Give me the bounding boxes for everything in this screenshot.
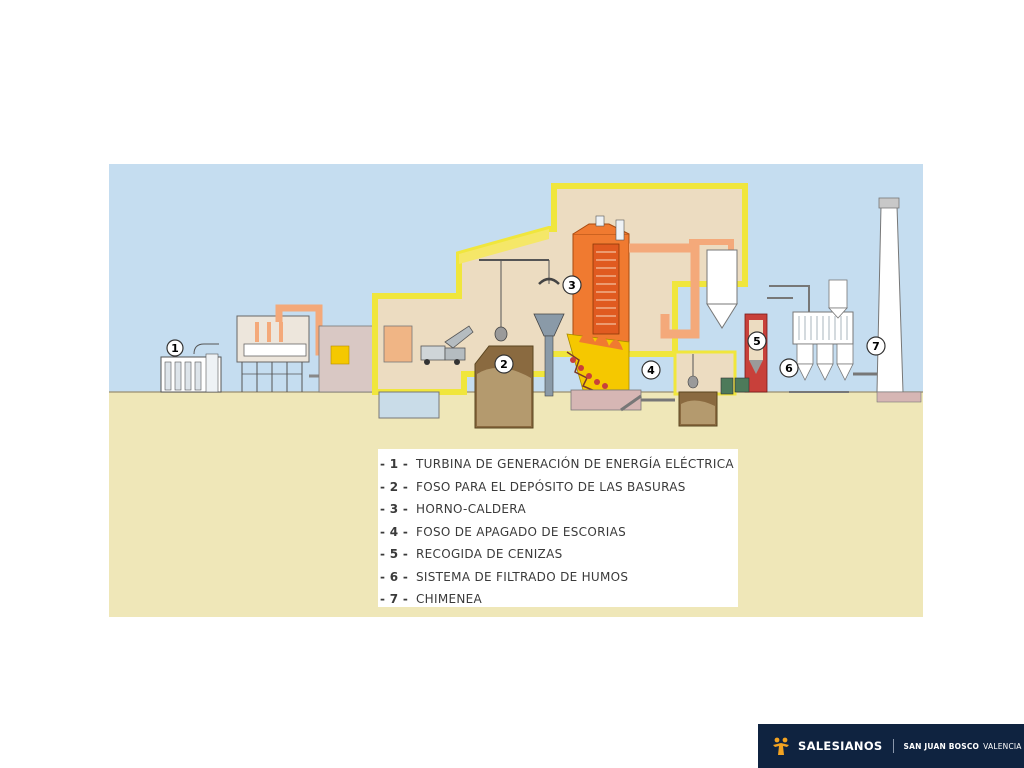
legend-number: - 1 - [380, 457, 409, 472]
marker-1: 1 [166, 339, 184, 357]
marker-5-label: 5 [753, 335, 761, 348]
marker-6: 6 [779, 358, 799, 378]
marker-4-label: 4 [647, 364, 655, 377]
legend-number: - 5 - [380, 547, 409, 562]
furnace-boiler [572, 215, 630, 353]
legend-label: HORNO-CALDERA [416, 502, 526, 517]
marker-2-label: 2 [500, 358, 508, 371]
legend-label: TURBINA DE GENERACIÓN DE ENERGÍA ELÉCTRI… [416, 457, 734, 472]
marker-3-label: 3 [568, 279, 576, 292]
turbine-equipment [160, 343, 222, 393]
legend-label: CHIMENEA [416, 592, 483, 607]
marker-7-label: 7 [872, 340, 880, 353]
legend-label: SISTEMA DE FILTRADO DE HUMOS [416, 569, 629, 584]
water-tank [378, 391, 440, 419]
legend-item: - 3 - HORNO-CALDERA [378, 498, 738, 521]
legend-number: - 3 - [380, 502, 409, 517]
feed-hopper [533, 313, 565, 337]
legend-item: - 7 - CHIMENEA [378, 588, 738, 611]
footer-brand-name: SALESIANOS [798, 739, 883, 753]
footer-brand-bar: SALESIANOS SAN JUAN BOSCO VALENCIA [758, 724, 1024, 768]
marker-2: 2 [494, 354, 514, 374]
marker-7: 7 [866, 336, 886, 356]
furnace-base [570, 389, 642, 411]
waste-truck [420, 325, 474, 365]
marker-6-label: 6 [785, 362, 793, 375]
marker-1-label: 1 [171, 342, 179, 355]
marker-3: 3 [562, 275, 582, 295]
legend-item: - 4 - FOSO DE APAGADO DE ESCORIAS [378, 521, 738, 544]
cyclone-separator [706, 249, 738, 329]
incineration-grate [566, 333, 630, 393]
legend-item: - 2 - FOSO PARA EL DEPÓSITO DE LAS BASUR… [378, 476, 738, 499]
legend-label: FOSO DE APAGADO DE ESCORIAS [416, 524, 627, 539]
marker-4: 4 [641, 360, 661, 380]
salesianos-logo-icon [773, 737, 789, 755]
reception-door [383, 325, 413, 363]
footer-separator [892, 739, 894, 753]
legend-number: - 4 - [380, 524, 409, 539]
legend-item: - 5 - RECOGIDA DE CENIZAS [378, 543, 738, 566]
flue-gas-filtration [767, 279, 854, 393]
legend-number: - 2 - [380, 479, 409, 494]
legend-number: - 7 - [380, 592, 409, 607]
crane-grab [494, 326, 508, 342]
legend-item: - 6 - SISTEMA DE FILTRADO DE HUMOS [378, 566, 738, 589]
condenser-unit [236, 315, 310, 392]
flue-gas-duct [629, 243, 700, 339]
footer-city-name: VALENCIA [983, 741, 1022, 751]
slag-quench-pit [673, 350, 737, 427]
legend-label: RECOGIDA DE CENIZAS [416, 547, 563, 562]
legend-item: - 1 - TURBINA DE GENERACIÓN DE ENERGÍA E… [378, 453, 738, 476]
marker-5: 5 [747, 331, 767, 351]
footer-school-name: SAN JUAN BOSCO [903, 741, 980, 751]
perimeter-wall [318, 325, 376, 393]
diagram-legend: - 1 - TURBINA DE GENERACIÓN DE ENERGÍA E… [378, 449, 738, 607]
legend-number: - 6 - [380, 569, 409, 584]
legend-label: FOSO PARA EL DEPÓSITO DE LAS BASURAS [416, 479, 686, 494]
